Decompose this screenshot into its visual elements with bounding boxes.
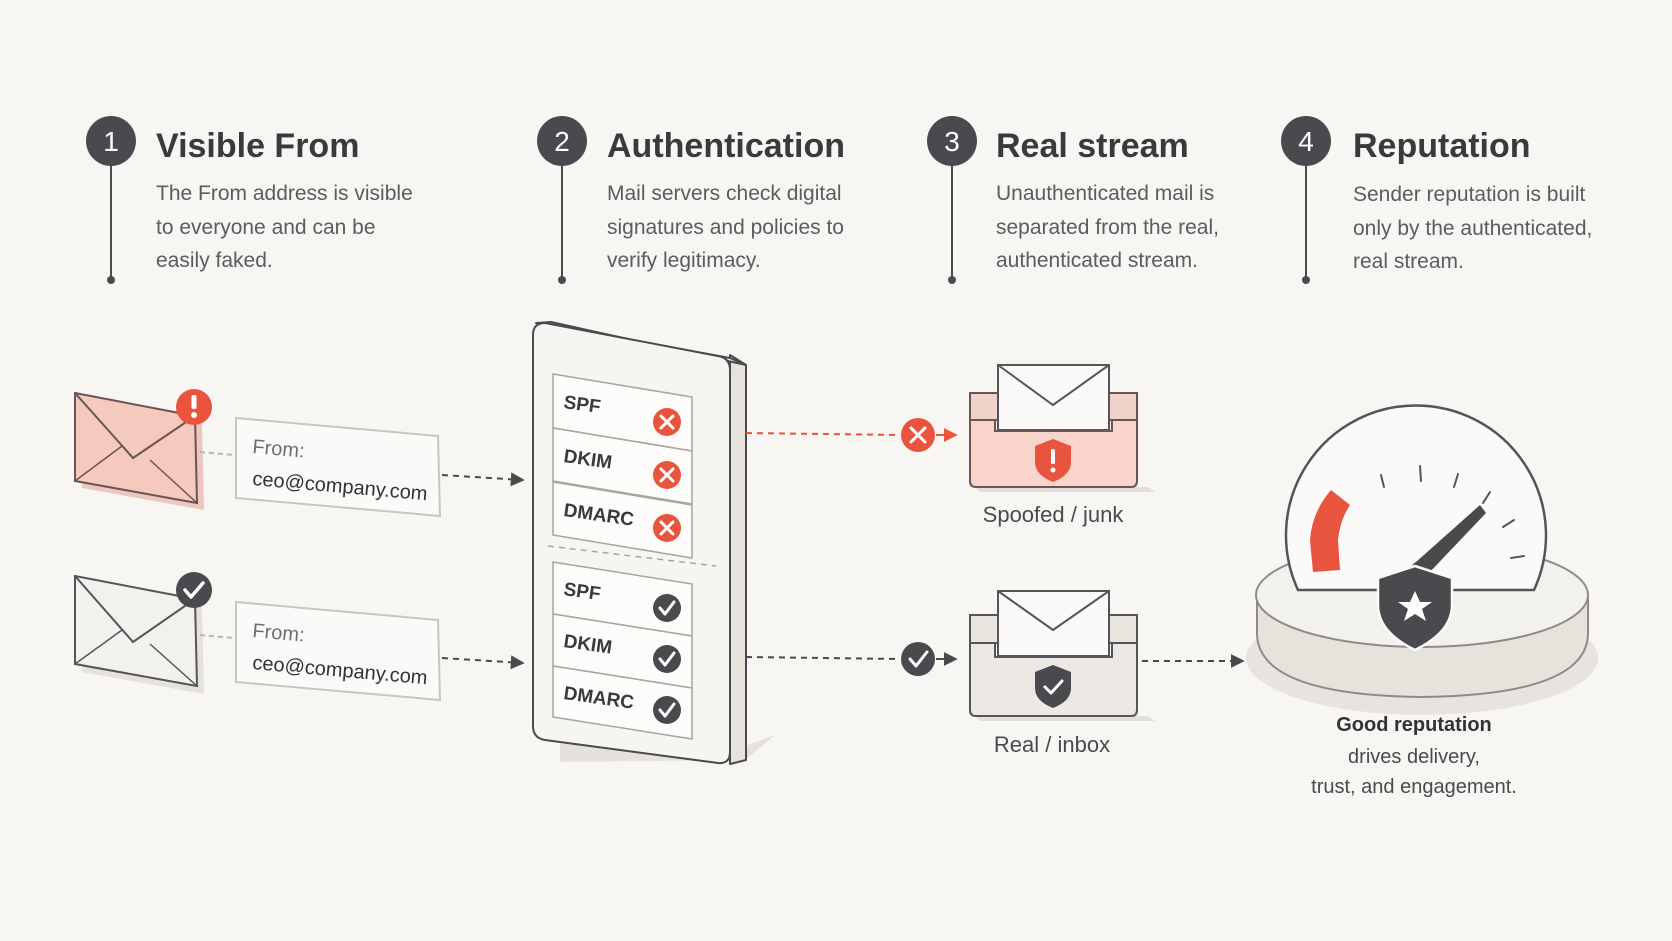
pass-icon — [653, 645, 681, 673]
check-row-spf-pass: SPF — [552, 561, 693, 637]
step-2: 2 Authentication Mail servers check digi… — [537, 116, 845, 284]
step-1-title: Visible From — [156, 127, 359, 165]
step-1-number: 1 — [103, 126, 119, 157]
shield-check-icon — [1035, 665, 1071, 708]
step-3-title: Real stream — [996, 127, 1189, 165]
check-row-dmarc-fail: DMARC — [552, 481, 693, 559]
spoofed-from-field: From: ceo@company.com — [235, 416, 442, 518]
check-row-dkim-fail: DKIM — [552, 427, 693, 505]
accept-marker — [901, 642, 935, 676]
reputation-desc-line-1: drives delivery, — [1348, 746, 1480, 768]
step-1: 1 Visible From The From address is visib… — [86, 116, 413, 284]
step-3-desc-line-3: authenticated stream. — [996, 249, 1198, 272]
genuine-from-field: From: ceo@company.com — [235, 600, 442, 702]
check-icon — [183, 581, 205, 599]
step-4: 4 Reputation Sender reputation is built … — [1281, 116, 1592, 284]
verified-badge — [176, 572, 212, 608]
step-4-desc-line-3: real stream. — [1353, 250, 1464, 273]
pass-icon — [653, 594, 681, 622]
genuine-from-label: From: — [252, 620, 306, 646]
step-3-number: 3 — [944, 126, 960, 157]
reject-marker — [901, 418, 935, 452]
exclamation-icon — [191, 395, 197, 418]
step-4-number: 4 — [1298, 126, 1314, 157]
check-label-spf-fail: SPF — [562, 392, 602, 418]
step-1-desc-line-1: The From address is visible — [156, 182, 413, 205]
step-3: 3 Real stream Unauthenticated mail is se… — [927, 116, 1219, 284]
step-1-number-badge — [86, 116, 136, 166]
reputation-desc-line-2: trust, and engagement. — [1311, 776, 1517, 798]
check-row-spf-fail: SPF — [552, 373, 693, 452]
step-2-desc-line-2: signatures and policies to — [607, 216, 844, 239]
step-2-desc-line-3: verify legitimacy. — [607, 249, 761, 272]
spoofed-envelope-icon — [74, 391, 204, 510]
gauge-ticks — [1380, 465, 1525, 559]
check-row-dkim-pass: DKIM — [552, 613, 693, 689]
junk-tray-icon — [969, 364, 1155, 492]
step-1-desc-line-2: to everyone and can be — [156, 216, 376, 239]
check-label-spf-pass: SPF — [562, 579, 602, 605]
step-4-desc-line-2: only by the authenticated, — [1353, 217, 1592, 240]
step-3-desc-line-2: separated from the real, — [996, 216, 1219, 239]
shield-warning-icon — [1035, 439, 1071, 482]
shield-star-icon — [1376, 564, 1454, 652]
junk-caption: Spoofed / junk — [983, 502, 1125, 527]
step-4-desc-line-1: Sender reputation is built — [1353, 183, 1585, 206]
pass-icon — [653, 696, 681, 724]
check-row-dmarc-pass: DMARC — [552, 665, 693, 740]
step-2-title: Authentication — [607, 127, 845, 165]
gauge-needle — [1416, 505, 1486, 574]
step-4-number-badge — [1281, 116, 1331, 166]
step-3-desc-line-1: Unauthenticated mail is — [996, 182, 1214, 205]
reputation-gauge — [1246, 404, 1598, 715]
warning-badge — [176, 389, 212, 425]
reputation-title: Good reputation — [1336, 714, 1492, 736]
inbox-caption: Real / inbox — [994, 732, 1110, 757]
step-2-number-badge — [537, 116, 587, 166]
spoofed-from-label: From: — [252, 436, 306, 462]
step-4-title: Reputation — [1353, 127, 1531, 165]
genuine-envelope-icon — [74, 574, 204, 694]
step-2-desc-line-1: Mail servers check digital — [607, 182, 842, 205]
step-2-number: 2 — [554, 126, 570, 157]
inbox-tray-icon — [969, 590, 1155, 721]
step-1-desc-line-3: easily faked. — [156, 249, 273, 272]
step-3-number-badge — [927, 116, 977, 166]
